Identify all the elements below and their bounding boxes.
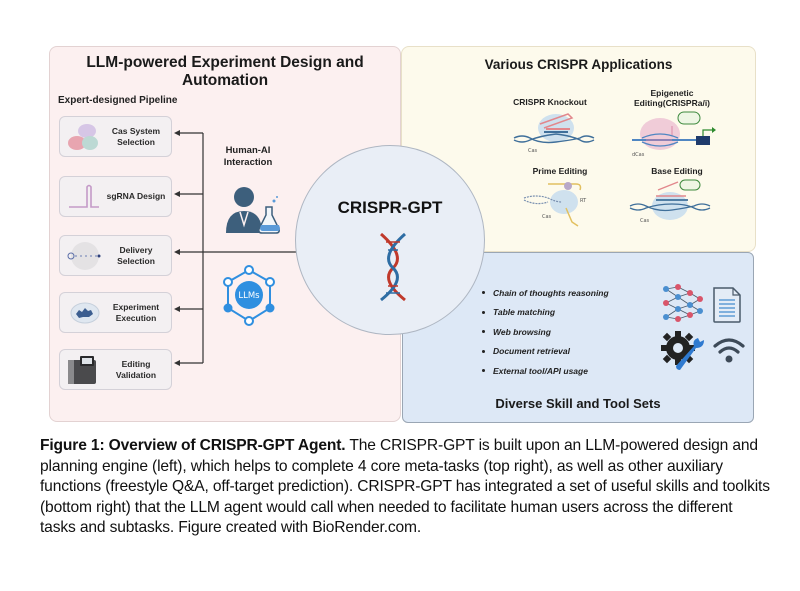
app-crispr-knockout-label: CRISPR Knockout <box>513 97 587 107</box>
step-sgrna-design: sgRNA Design <box>59 176 172 217</box>
prime-editing-diagram: RT Cas <box>523 182 587 227</box>
crispr-gpt-title: CRISPR-GPT <box>337 198 443 217</box>
skill-item: External tool/API usage <box>482 361 609 381</box>
step-label: sgRNA Design <box>106 191 166 202</box>
gear-wrench-icon <box>661 331 704 370</box>
epigenetic-editing-diagram: dCas <box>632 111 716 158</box>
step-label: Delivery Selection <box>117 245 155 266</box>
crispr-gpt-core <box>295 145 485 335</box>
document-icon <box>713 287 741 323</box>
step-label: Cas System Selection <box>111 126 161 147</box>
sequencer-icon <box>68 356 96 384</box>
step-label: Experiment Execution <box>112 302 160 323</box>
skills-title: Diverse Skill and Tool Sets <box>495 396 661 411</box>
step-label: Editing Validation <box>115 359 157 380</box>
skill-item: Chain of thoughts reasoning <box>482 283 609 303</box>
app-epigenetic-editing-label: Epigenetic Editing(CRISPRa/i) <box>633 88 711 108</box>
wifi-icon <box>713 338 745 363</box>
dcas-label: dCas <box>632 152 645 158</box>
base-editing-diagram: Cas <box>629 179 711 224</box>
step-editing-validation: Editing Validation <box>59 349 172 390</box>
left-panel-title: LLM-powered Experiment Design and Automa… <box>86 54 364 89</box>
step-cas-system-selection: Cas System Selection <box>59 116 172 157</box>
applications-title: Various CRISPR Applications <box>484 57 673 72</box>
step-experiment-execution: Experiment Execution <box>59 292 172 333</box>
figure-caption: Figure 1: Overview of CRISPR-GPT Agent. … <box>40 436 770 539</box>
cas-label: Cas <box>528 148 538 154</box>
caption-bold: Figure 1: Overview of CRISPR-GPT Agent. <box>40 437 346 454</box>
cas-protein-icon <box>68 124 98 150</box>
petri-dish-icon <box>70 302 100 324</box>
pipeline-subtitle: Expert-designed Pipeline <box>58 95 178 106</box>
skill-item: Web browsing <box>482 322 609 342</box>
delivery-icon <box>67 242 101 270</box>
rt-label: RT <box>580 198 587 204</box>
caption-text: The CRISPR-GPT is built upon an LLM-powe… <box>40 437 770 536</box>
human-scientist-icon <box>226 187 280 234</box>
human-ai-interaction-label: Human-AI Interaction <box>223 145 273 168</box>
skill-item: Document retrieval <box>482 342 609 362</box>
cas-label: Cas <box>542 214 552 220</box>
neural-network-icon <box>663 284 703 322</box>
app-base-editing-label: Base Editing <box>651 166 703 176</box>
llm-network-icon: LLMs <box>223 265 275 326</box>
skill-item: Table matching <box>482 303 609 323</box>
app-prime-editing-label: Prime Editing <box>532 166 588 176</box>
cas-label: Cas <box>640 218 650 224</box>
llms-label: LLMs <box>238 291 260 301</box>
sgrna-icon <box>69 184 99 208</box>
dna-helix-icon <box>380 232 406 302</box>
pipeline-connector <box>174 130 298 366</box>
crispr-knockout-diagram: Cas <box>513 113 595 154</box>
step-delivery-selection: Delivery Selection <box>59 235 172 276</box>
skills-list: Chain of thoughts reasoning Table matchi… <box>482 283 609 381</box>
